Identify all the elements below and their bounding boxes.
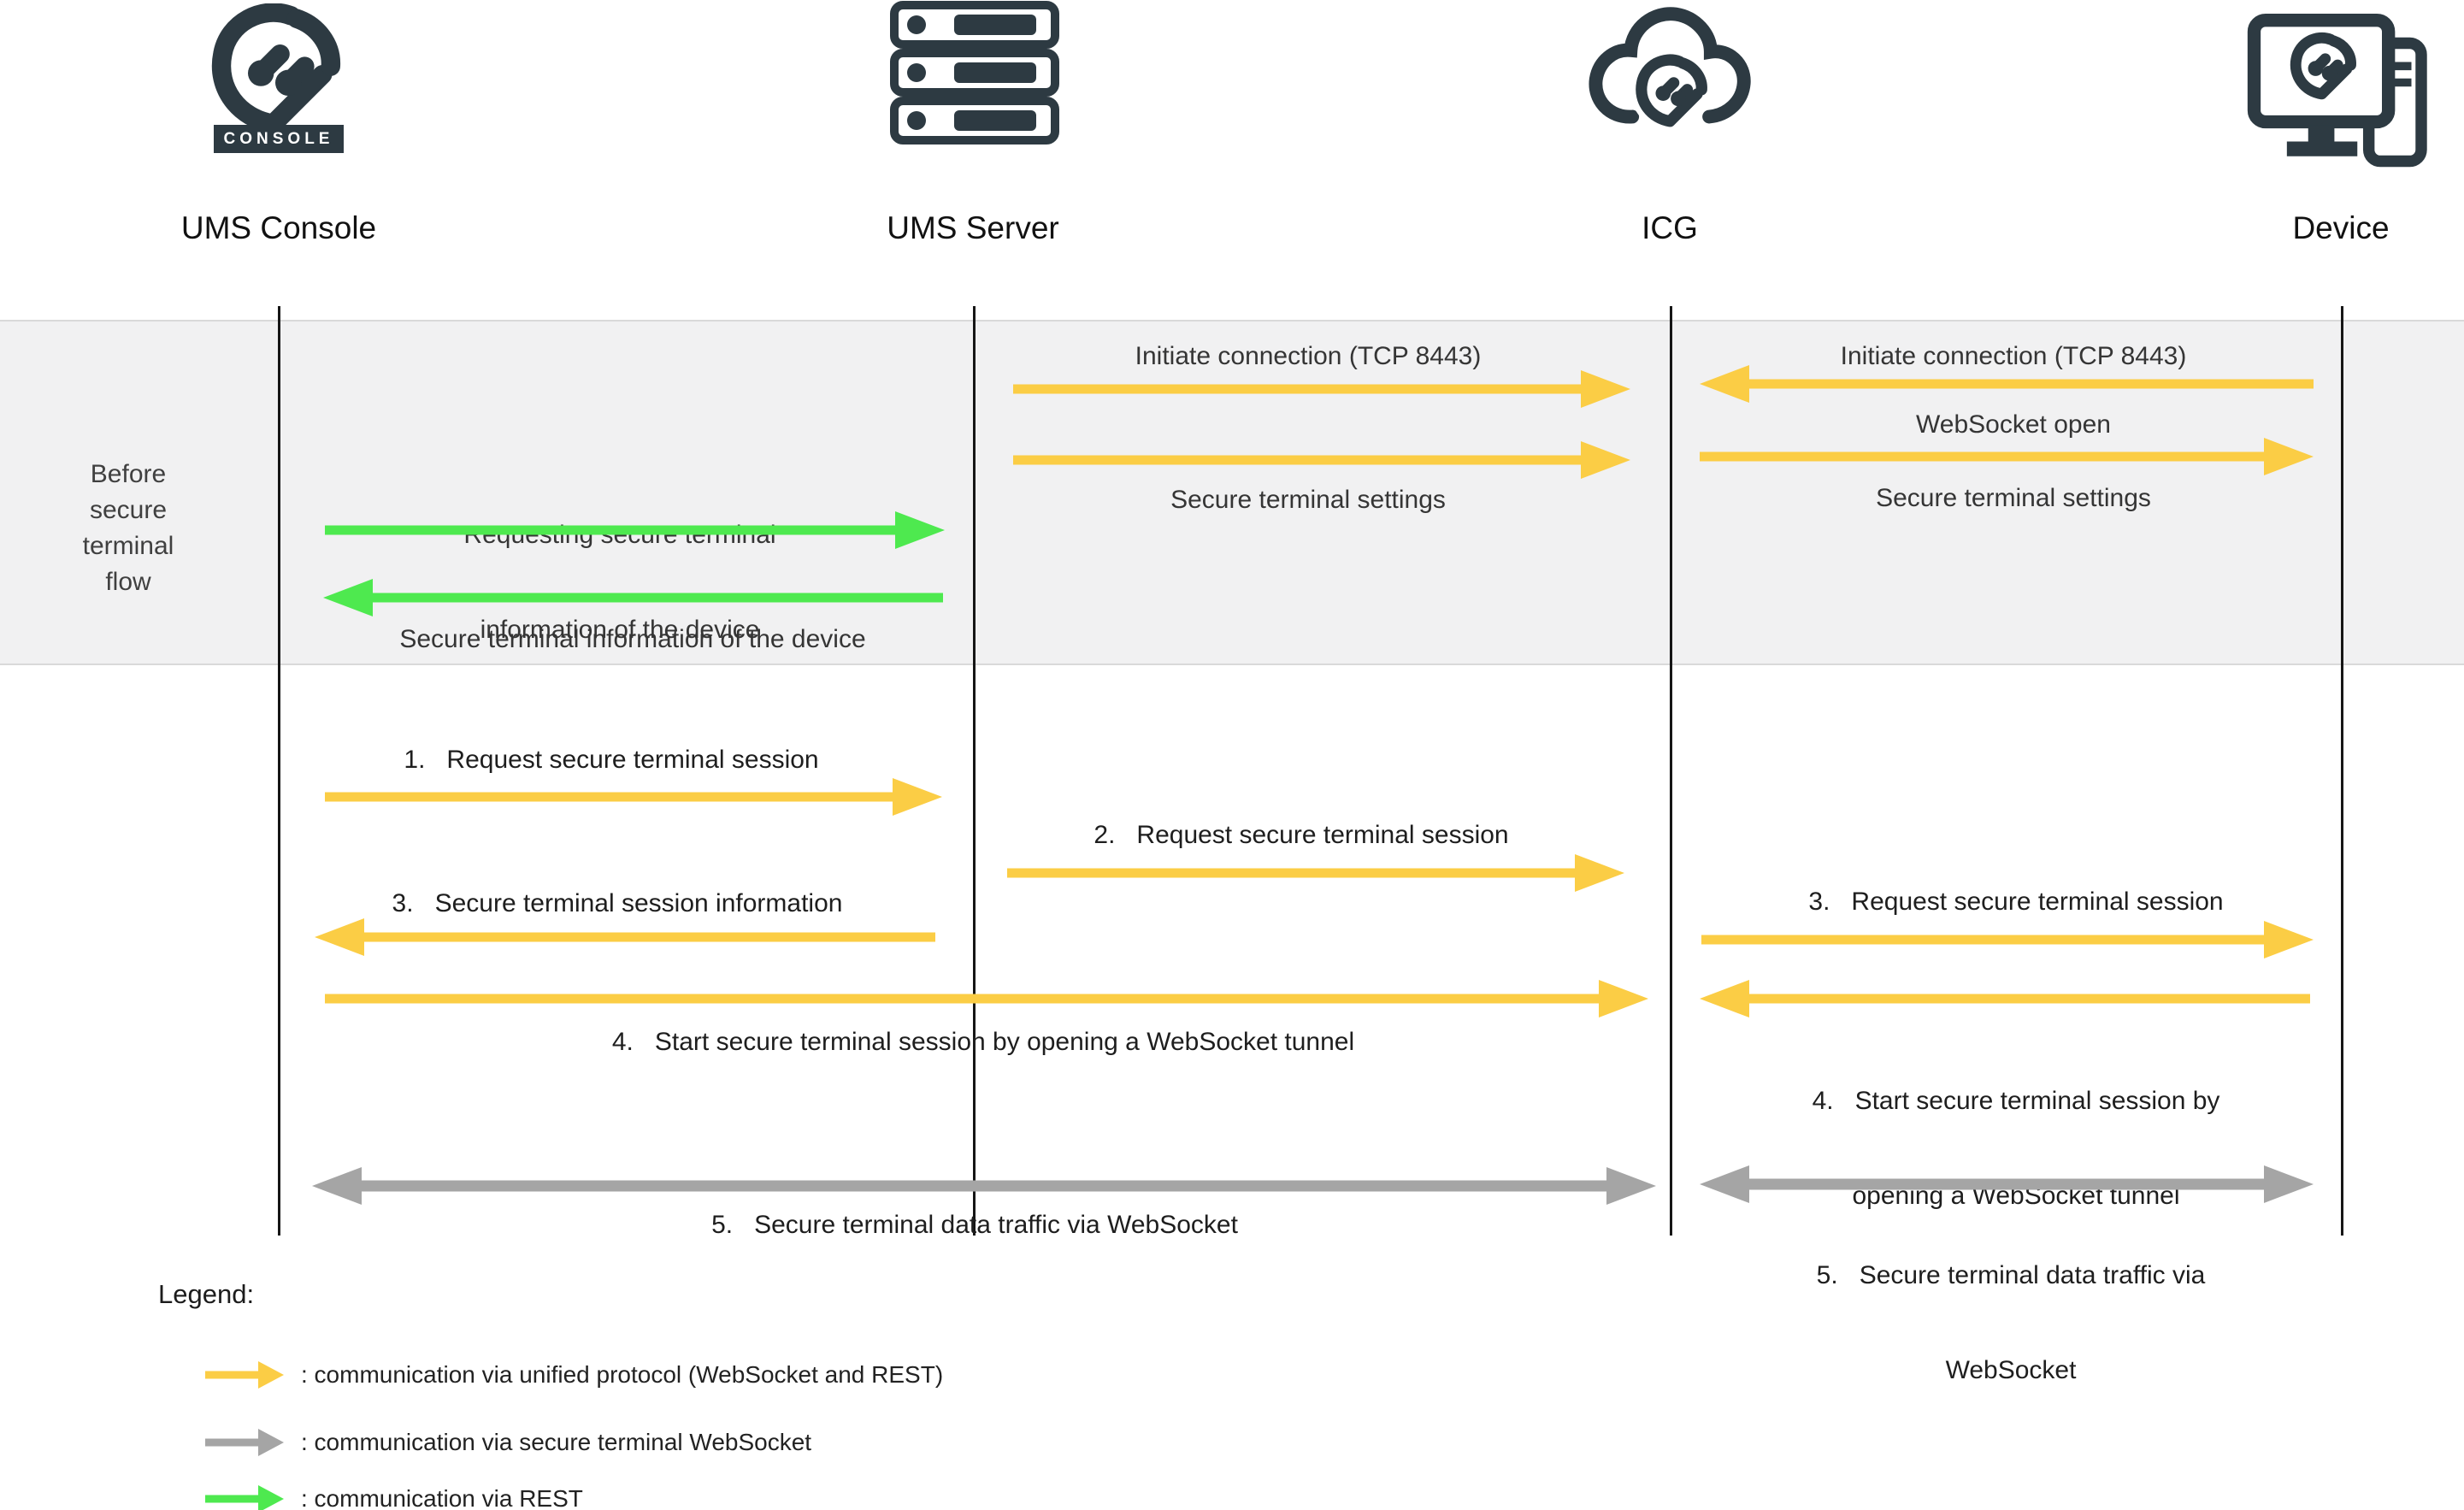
arrowhead-right [1581,441,1630,479]
message-label-step1: 1. Request secure terminal session [404,746,819,774]
console-banner-text: CONSOLE [223,129,334,148]
legend-yellow-arrow-icon [205,1360,284,1389]
actor-label-icg: ICG [1642,210,1698,245]
legend-item-unified-protocol: : communication via unified protocol (We… [301,1361,944,1388]
arrowhead-right [893,778,942,816]
message-label-step3-left: 3. Secure terminal session information [392,889,843,917]
region-label: Before secure terminal flow [26,457,231,600]
gray-arrow-step5-icg-device-bidirectional [1700,1165,2314,1203]
message-label-step5-left: 5. Secure terminal data traffic via WebS… [711,1211,1238,1239]
yellow-arrow-initiate-connection-right [1013,370,1630,408]
server-rack-icon [889,0,1060,147]
icg-cloud-icon [1589,3,1754,147]
lifeline-device [2341,306,2343,1236]
message-line: information of the device [480,616,760,644]
yellow-arrow-step3-left [315,918,935,956]
legend-item-secure-terminal-websocket: : communication via secure terminal WebS… [301,1429,812,1455]
yellow-arrow-step1-right [325,778,942,816]
device-monitor-icon [2244,10,2441,174]
legend-gray-arrow-icon [205,1428,284,1457]
message-label-step4-right: 4. Start secure terminal session by open… [1813,1024,2220,1272]
message-line: 5. Secure terminal data traffic via [1816,1261,2206,1289]
legend-item-rest: : communication via REST [301,1485,583,1510]
arrowhead-left [1700,980,1749,1017]
arrowhead-right [2264,921,2314,958]
yellow-arrow-step2-right [1007,854,1624,892]
arrowhead-right [1599,980,1648,1017]
message-label-initiate-connection-device: Initiate connection (TCP 8443) [1840,342,2187,370]
message-label-step5-right: 5. Secure terminal data traffic via WebS… [1817,1199,2206,1447]
yellow-arrow-settings-right [1013,441,1630,479]
yellow-arrow-websocket-open-right [1700,438,2314,475]
arrowhead-left [1700,365,1749,403]
legend-title: Legend: [158,1279,255,1309]
yellow-arrow-step4-console-to-icg [325,980,1648,1017]
region-label-line: terminal [82,532,174,560]
region-label-line: secure [89,496,168,524]
message-label-initiate-connection-ums: Initiate connection (TCP 8443) [1135,342,1482,370]
arrowhead-right [258,1361,284,1389]
region-label-line: flow [105,568,151,596]
arrowhead-left [1700,1165,1749,1203]
arrowhead-right [2264,438,2314,475]
arrowhead-left [315,918,364,956]
actor-label-device: Device [2292,210,2390,245]
arrowhead-right [1606,1167,1656,1205]
before-secure-terminal-flow-band [0,320,2464,665]
actor-label-ums-console: UMS Console [180,210,377,245]
message-label-settings-device: Secure terminal settings [1876,484,2151,512]
message-label-websocket-open: WebSocket open [1916,410,2111,439]
message-label-step4-left: 4. Start secure terminal session by open… [611,1028,1355,1056]
legend-green-arrow-icon [205,1484,284,1510]
arrowhead-left [312,1167,362,1205]
arrowhead-right [2264,1165,2314,1203]
ums-console-logo-icon [210,3,347,140]
yellow-arrow-step4-device-to-icg [1700,980,2310,1017]
arrowhead-right [258,1429,284,1456]
arrowhead-right [1575,854,1624,892]
message-label-step3-right: 3. Request secure terminal session [1808,888,2224,916]
message-line: WebSocket [1945,1356,2077,1384]
region-label-line: Before [90,460,167,488]
lifeline-icg [1670,306,1672,1236]
actor-label-ums-server: UMS Server [887,210,1059,245]
message-line: opening a WebSocket tunnel [1852,1182,2180,1210]
message-label-step2: 2. Request secure terminal session [1093,821,1509,849]
lifeline-ums-console [278,306,280,1236]
message-label-secure-terminal-info: Secure terminal information of the devic… [399,625,866,653]
yellow-arrow-initiate-connection-left [1700,365,2314,403]
arrowhead-right [1581,370,1630,408]
message-line: 4. Start secure terminal session by [1812,1087,2220,1115]
arrowhead-right [895,511,945,549]
lifeline-ums-server [973,306,976,1236]
message-label-settings-ums: Secure terminal settings [1170,486,1446,514]
yellow-arrow-step3-right [1701,921,2314,958]
arrowhead-left [323,579,373,616]
console-banner: CONSOLE [214,125,344,153]
green-arrow-request-info-right [325,511,945,549]
gray-arrow-step5-console-icg-bidirectional [312,1167,1656,1205]
green-arrow-info-left [323,579,943,616]
arrowhead-right [258,1485,284,1510]
